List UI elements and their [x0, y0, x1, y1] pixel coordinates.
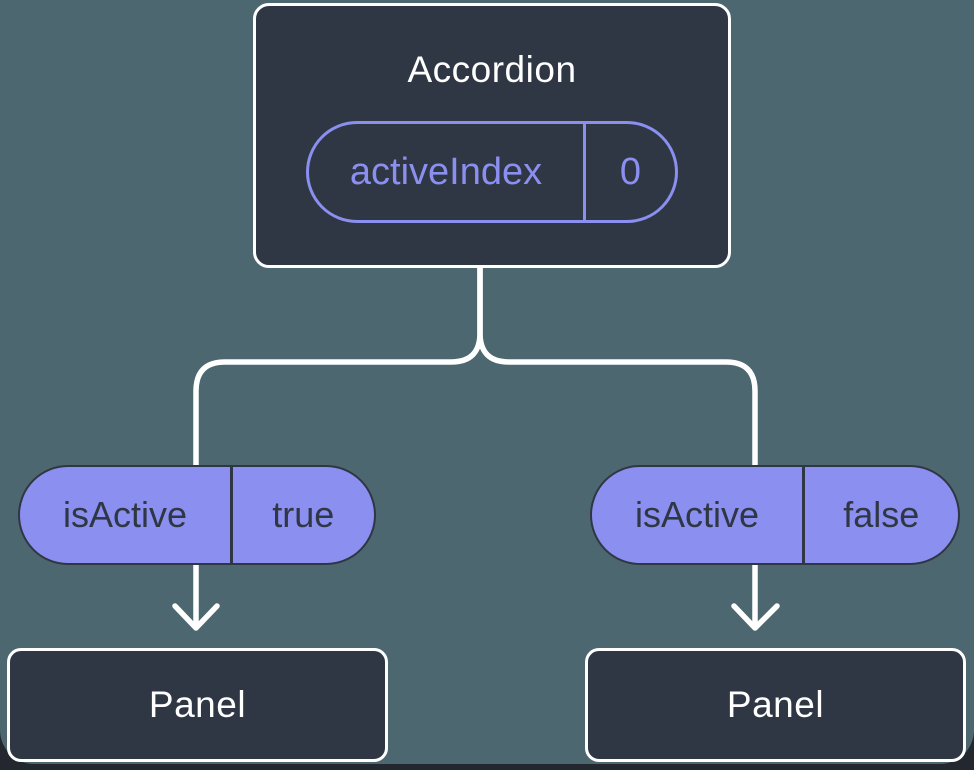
prop-value-label: false: [843, 494, 920, 535]
prop-name-label: activeIndex: [349, 150, 543, 193]
accordion-prop-pill: activeIndex 0: [306, 121, 678, 223]
arrowhead-right-icon: [731, 603, 780, 631]
accordion-node: Accordion activeIndex 0: [253, 3, 731, 268]
connector-right-branch: [477, 265, 758, 630]
arrowhead-left-icon: [172, 603, 220, 631]
pill-divider: [802, 467, 805, 563]
connector-left-branch: [193, 265, 483, 630]
panel-node-right: Panel: [585, 648, 966, 762]
panel-title: Panel: [148, 684, 247, 725]
prop-value-label: 0: [619, 150, 642, 193]
accordion-title: Accordion: [407, 49, 577, 90]
panel-title: Panel: [726, 684, 825, 725]
prop-value-label: true: [272, 494, 335, 535]
pill-divider: [230, 467, 233, 563]
prop-name-label: isActive: [634, 494, 760, 535]
isactive-true-pill: isActive true: [18, 465, 376, 565]
prop-name-label: isActive: [62, 494, 188, 535]
panel-node-left: Panel: [7, 648, 388, 762]
pill-divider: [583, 124, 586, 220]
isactive-false-pill: isActive false: [590, 465, 960, 565]
